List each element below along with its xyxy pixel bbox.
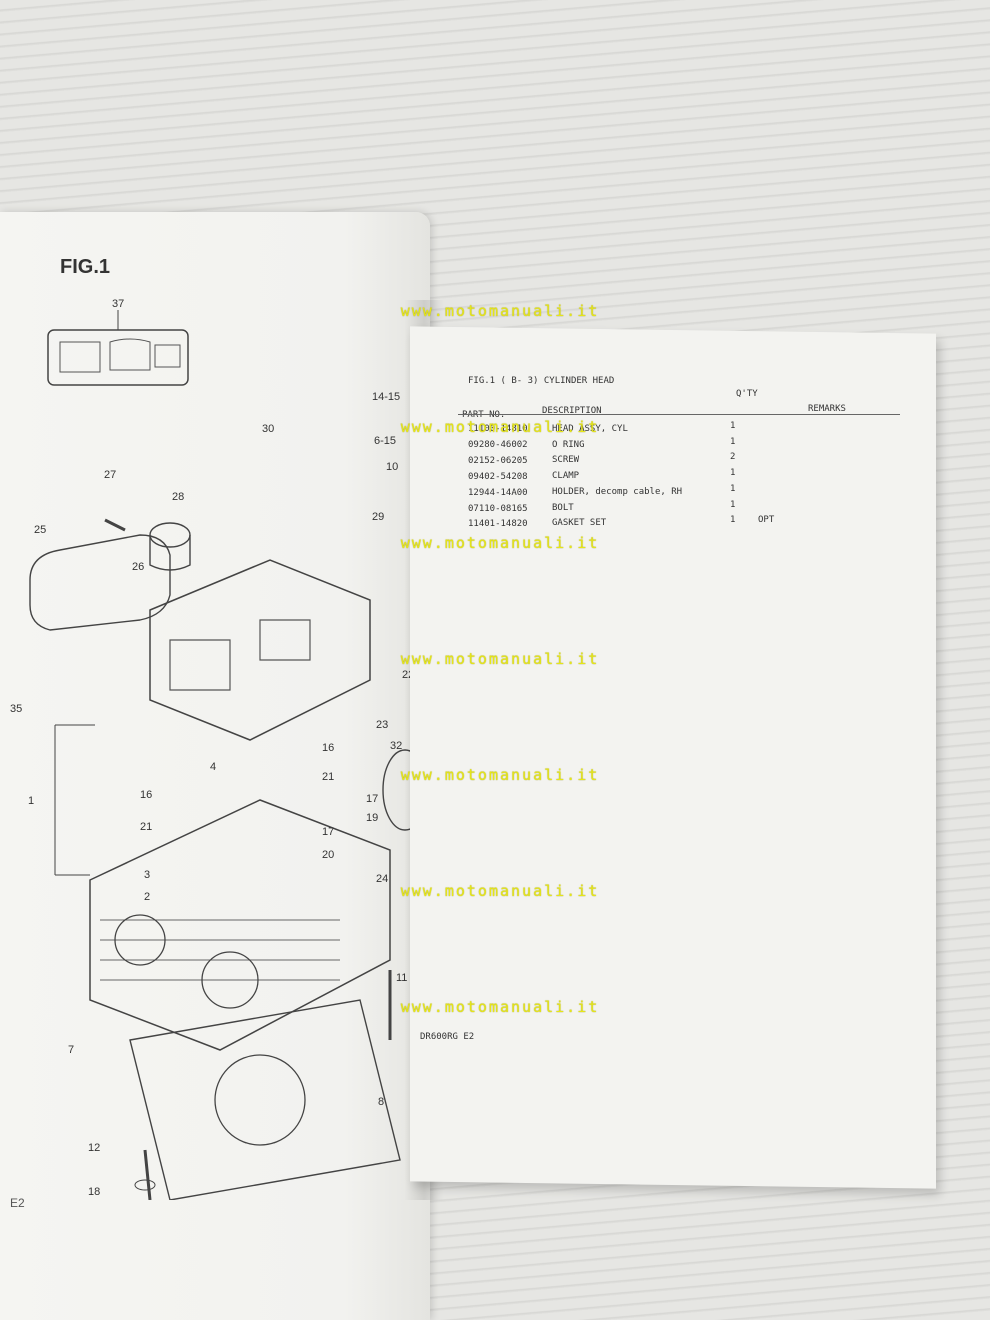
- callout-12: 12: [88, 1142, 100, 1154]
- callout-3: 3: [144, 869, 150, 881]
- callout-25: 25: [34, 524, 46, 536]
- callout-7: 7: [68, 1044, 74, 1056]
- callout-23: 23: [376, 719, 388, 731]
- callout-2: 2: [144, 891, 150, 903]
- part-no-cell: 09280-46002: [468, 440, 528, 450]
- callout-16a: 16: [322, 742, 334, 754]
- watermark: www.motomanuali.it: [400, 418, 600, 436]
- watermark: www.motomanuali.it: [400, 998, 600, 1016]
- description-cell: CLAMP: [552, 471, 580, 481]
- callout-18: 18: [88, 1186, 100, 1198]
- callout-21b: 21: [140, 821, 152, 833]
- callout-35: 35: [10, 703, 22, 715]
- callout-8: 8: [378, 1096, 384, 1108]
- watermark: www.motomanuali.it: [400, 766, 600, 784]
- part-no-cell: 11100-14810: [468, 424, 528, 434]
- lower-head-block: [89, 799, 391, 1051]
- footer-model-code: DR600RG E2: [420, 1032, 475, 1042]
- cylinder-head-exploded-diagram: 37 30 27 28 25 26 29 35 22 23 16 4 21 1 …: [10, 298, 428, 1200]
- watermark: www.motomanuali.it: [400, 650, 600, 668]
- watermark: www.motomanuali.it: [400, 302, 600, 320]
- callout-29: 29: [372, 511, 384, 523]
- description-cell: SCREW: [552, 455, 580, 465]
- callout-16b: 16: [140, 789, 152, 801]
- part-no-cell: 07110-08165: [468, 504, 528, 514]
- qty-cell: 1: [730, 437, 736, 447]
- callout-17b: 17: [322, 826, 334, 838]
- header-description: DESCRIPTION: [542, 406, 602, 416]
- part-no-cell: 09402-54208: [468, 472, 528, 482]
- callout-14-15: 14-15: [372, 391, 400, 403]
- callout-26: 26: [132, 561, 144, 573]
- callout-28: 28: [172, 491, 184, 503]
- qty-cell: 1: [730, 468, 736, 478]
- callout-20: 20: [322, 849, 334, 861]
- qty-cell: 2: [730, 452, 736, 462]
- part-no-cell: 12944-14A00: [468, 488, 528, 498]
- header-rule: [458, 414, 900, 415]
- qty-cell: 1: [730, 500, 736, 510]
- part-no-cell: 11401-14820: [468, 519, 528, 529]
- callout-32: 32: [390, 740, 402, 752]
- callout-37: 37: [112, 298, 124, 310]
- gasket-set-parts: [59, 338, 181, 373]
- description-cell: HOLDER, decomp cable, RH: [552, 487, 683, 497]
- callout-27: 27: [104, 469, 116, 481]
- description-cell: HEAD ASSY, CYL: [552, 424, 628, 434]
- callout-4: 4: [210, 761, 216, 773]
- callout-24: 24: [376, 873, 388, 885]
- callout-17a: 17: [366, 793, 378, 805]
- figure-label: FIG.1: [60, 256, 111, 278]
- head-gasket-part: [129, 999, 401, 1200]
- header-part-no: PART NO.: [462, 410, 506, 420]
- callout-21a: 21: [322, 771, 334, 783]
- part-no-cell: 02152-06205: [468, 456, 528, 466]
- watermark: www.motomanuali.it: [400, 882, 600, 900]
- description-cell: BOLT: [552, 503, 574, 513]
- bolt-part: [104, 518, 126, 532]
- remarks-cell: OPT: [758, 515, 775, 525]
- left-page-code: E2: [10, 1196, 25, 1210]
- left-page: [0, 212, 430, 1320]
- head-cover-part: [29, 534, 171, 631]
- gasket-set-box: [47, 329, 189, 386]
- qty-cell: 1: [730, 421, 736, 431]
- cylinder-head-block: [149, 559, 371, 741]
- callout-11: 11: [396, 972, 407, 984]
- table-title: FIG.1 ( B- 3) CYLINDER HEAD: [468, 376, 615, 386]
- callout-6-15: 6-15: [374, 435, 396, 447]
- header-qty: Q'TY: [736, 389, 758, 399]
- description-cell: GASKET SET: [552, 518, 607, 528]
- description-cell: O RING: [552, 440, 585, 450]
- cap-part: [149, 522, 191, 548]
- qty-cell: 1: [730, 484, 736, 494]
- qty-cell: 1: [730, 515, 736, 525]
- callout-19: 19: [366, 812, 378, 824]
- callout-1: 1: [28, 795, 34, 807]
- callout-30: 30: [262, 423, 274, 435]
- watermark: www.motomanuali.it: [400, 534, 600, 552]
- header-remarks: REMARKS: [808, 404, 846, 414]
- callout-10: 10: [386, 461, 398, 473]
